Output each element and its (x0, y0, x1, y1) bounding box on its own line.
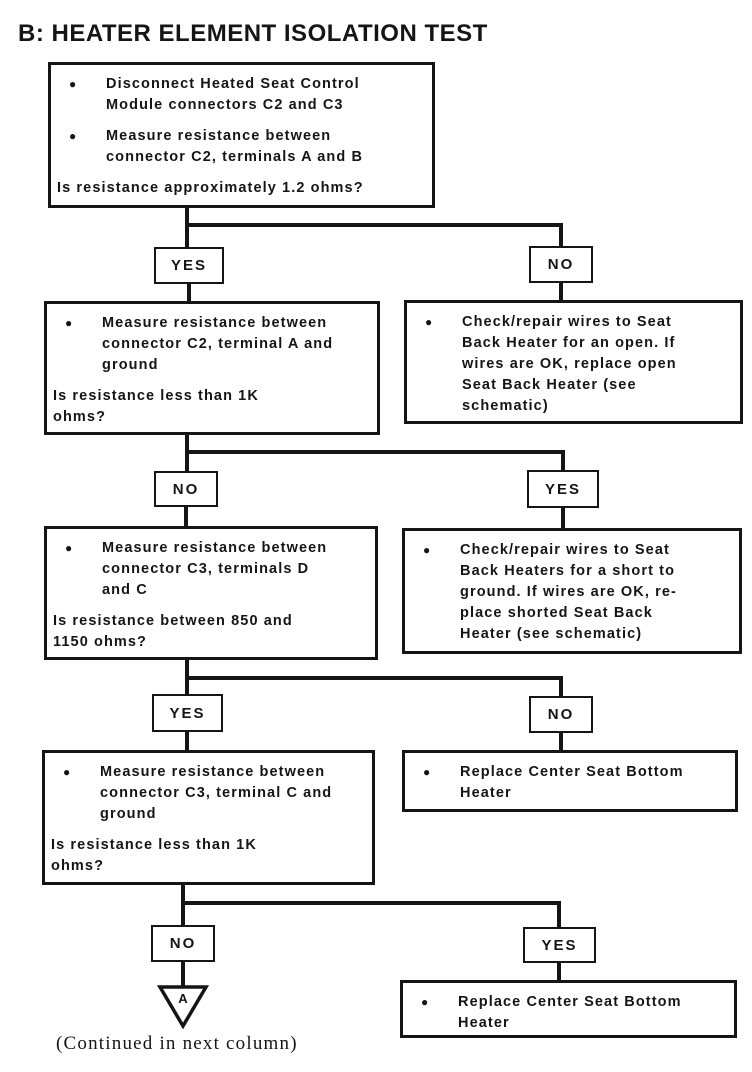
bullet-icon: ● (425, 315, 434, 329)
decision-label-no-2: NO (154, 471, 218, 507)
bullet-text: Check/repair wires to Seat Back Heaters … (460, 542, 677, 642)
bullet-icon: ● (69, 77, 78, 91)
decision-label-no-3: NO (529, 696, 593, 733)
connector-line (561, 506, 565, 531)
connector-line (184, 505, 188, 529)
connector-line (561, 450, 565, 473)
offpage-connector-label: A (178, 991, 188, 1006)
question-text: Is resistance less than 1K ohms? (51, 837, 257, 874)
continuation-note: (Continued in next column) (56, 1033, 298, 1054)
connector-line (185, 205, 189, 249)
bullet-item: ● Check/repair wires to Seat Back Heater… (411, 540, 733, 645)
decision-label-text: YES (170, 257, 207, 274)
bullet-icon: ● (65, 316, 74, 330)
decision-label-text: NO (547, 256, 575, 273)
bullet-icon: ● (423, 543, 432, 557)
bullet-item: ● Replace Center Seat Bottom Heater (411, 762, 729, 804)
connector-line (181, 901, 561, 905)
flow-box-measure-c3-terminals-d-c: ● Measure resistance between connector C… (44, 526, 378, 660)
question-text: Is resistance approximately 1.2 ohms? (57, 180, 364, 196)
question-text: Is resistance less than 1K ohms? (53, 388, 259, 425)
decision-label-yes-3: YES (152, 694, 223, 732)
bullet-text: Replace Center Seat Bottom Heater (458, 994, 682, 1031)
bullet-icon: ● (69, 129, 78, 143)
bullet-text: Check/repair wires to Seat Back Heater f… (462, 314, 677, 414)
connector-line (185, 730, 189, 753)
decision-label-text: YES (169, 704, 206, 722)
bullet-item: ● Check/repair wires to Seat Back Heater… (413, 312, 734, 417)
bullet-item: ● Measure resistance between connector C… (53, 313, 371, 376)
bullet-text: Disconnect Heated Seat Control Module co… (106, 76, 360, 113)
flow-box-repair-open-seat-back-heater: ● Check/repair wires to Seat Back Heater… (404, 300, 743, 424)
bullet-icon: ● (63, 765, 72, 779)
decision-label-no-1: NO (529, 246, 593, 283)
connector-line (559, 676, 563, 699)
decision-label-text: NO (547, 706, 575, 723)
bullet-item: ● Measure resistance between connector C… (51, 762, 366, 825)
triangle-icon (157, 985, 209, 1029)
flow-box-replace-center-seat-bottom-heater-1: ● Replace Center Seat Bottom Heater (402, 750, 738, 812)
bullet-icon: ● (423, 765, 432, 779)
decision-label-text: YES (544, 480, 581, 498)
bullet-item: ● Measure resistance between connector C… (53, 538, 369, 601)
connector-line (185, 676, 563, 680)
connector-line (559, 281, 563, 303)
bullet-text: Measure resistance between connector C2,… (106, 128, 364, 165)
decision-label-text: NO (172, 480, 200, 498)
bullet-text: Measure resistance between connector C2,… (102, 315, 334, 373)
decision-label-yes-2: YES (527, 470, 599, 508)
decision-label-no-4: NO (151, 925, 215, 962)
decision-label-yes-4: YES (523, 927, 596, 963)
flow-box-measure-c2-terminal-a-ground: ● Measure resistance between connector C… (44, 301, 380, 435)
flow-box-disconnect-and-measure-c2: ● Disconnect Heated Seat Control Module … (48, 62, 435, 208)
bullet-icon: ● (421, 995, 430, 1009)
bullet-text: Measure resistance between connector C3,… (102, 540, 328, 598)
connector-line (557, 901, 561, 930)
question-text: Is resistance between 850 and 1150 ohms? (53, 613, 293, 650)
connector-line (559, 731, 563, 753)
bullet-item: ● Replace Center Seat Bottom Heater (409, 992, 728, 1034)
connector-line (187, 282, 191, 304)
offpage-connector-a: A (157, 985, 209, 1029)
connector-line (185, 450, 563, 454)
bullet-item: ● Measure resistance between connector C… (57, 126, 426, 168)
bullet-text: Replace Center Seat Bottom Heater (460, 764, 684, 801)
page-title: B: HEATER ELEMENT ISOLATION TEST (18, 20, 488, 47)
decision-label-yes-1: YES (154, 247, 224, 284)
bullet-item: ● Disconnect Heated Seat Control Module … (57, 74, 426, 116)
decision-label-text: NO (169, 935, 197, 952)
connector-line (559, 223, 563, 249)
flow-box-measure-c3-terminal-c-ground: ● Measure resistance between connector C… (42, 750, 375, 885)
flow-box-repair-shorted-seat-back-heater: ● Check/repair wires to Seat Back Heater… (402, 528, 742, 654)
connector-line (185, 223, 563, 227)
bullet-icon: ● (65, 541, 74, 555)
connector-line (181, 883, 185, 928)
connector-line (557, 961, 561, 983)
bullet-text: Measure resistance between connector C3,… (100, 764, 333, 822)
connector-line (181, 960, 185, 989)
decision-label-text: YES (541, 936, 578, 954)
flow-box-replace-center-seat-bottom-heater-2: ● Replace Center Seat Bottom Heater (400, 980, 737, 1038)
